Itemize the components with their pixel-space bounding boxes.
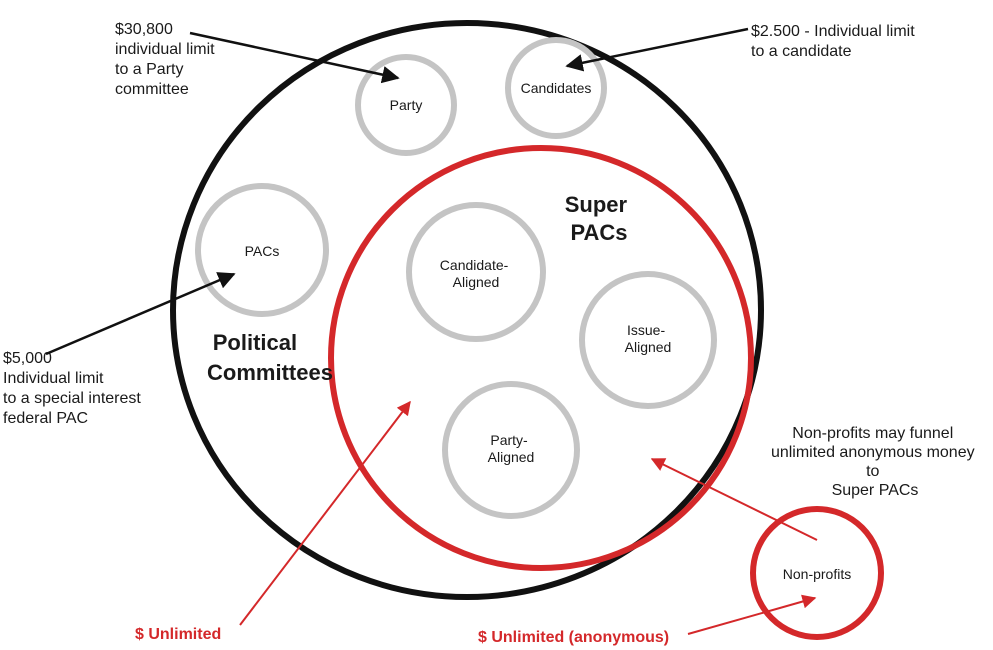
political-committees-title-line-2: Committees [207, 360, 333, 385]
political-committees-circle [170, 20, 764, 600]
party-label: Party [390, 97, 423, 113]
party-limit-line-2: individual limit [115, 41, 215, 58]
party-limit-line-4: committee [115, 81, 189, 98]
non-profits-label: Non-profits [783, 566, 851, 582]
issue-aligned-line-1: Issue- [627, 322, 665, 338]
party-aligned-line-2: Aligned [488, 449, 535, 465]
unlimited-anonymous-arrow [687, 594, 817, 635]
party-aligned-line-1: Party- [490, 432, 528, 448]
non-profit-funnel-arrow [650, 458, 818, 541]
pac-limit-line-2: Individual limit [3, 370, 104, 387]
pac-limit-line-1: $5,000 [3, 350, 52, 367]
unlimited-label: $ Unlimited [135, 626, 221, 643]
non-profit-note-line-1: Non-profits may funnel [792, 425, 953, 442]
super-pacs-circle [328, 145, 754, 571]
party-limit-arrow [189, 31, 400, 84]
candidate-limit-annotation: $2.500 - Individual limit to a candidate [751, 23, 919, 60]
unlimited-arrow [239, 400, 411, 626]
non-profit-note-line-4: Super PACs [832, 482, 919, 499]
candidates-label: Candidates [521, 80, 592, 96]
political-committees-title: Political Committees [207, 330, 333, 385]
super-pacs-title-line-2: PACs [570, 220, 627, 245]
party-aligned-label: Party- Aligned [488, 432, 535, 465]
candidate-aligned-circle [406, 202, 546, 342]
party-limit-line-1: $30,800 [115, 21, 173, 38]
super-pacs-title-line-1: Super [565, 192, 628, 217]
party-circle [355, 54, 457, 156]
candidate-limit-line-2: to a candidate [751, 43, 852, 60]
pacs-label: PACs [245, 243, 280, 259]
party-limit-line-3: to a Party [115, 61, 183, 78]
issue-aligned-label: Issue- Aligned [625, 322, 672, 355]
non-profit-note-line-3: to [866, 463, 879, 480]
unlimited-anonymous-label: $ Unlimited (anonymous) [478, 629, 669, 646]
pac-limit-line-4: federal PAC [3, 410, 88, 427]
candidate-aligned-line-1: Candidate- [440, 257, 509, 273]
issue-aligned-line-2: Aligned [625, 339, 672, 355]
party-limit-annotation: $30,800 individual limit to a Party comm… [115, 21, 219, 98]
candidate-aligned-line-2: Aligned [453, 274, 500, 290]
non-profits-circle [750, 506, 884, 640]
super-pacs-title: Super PACs [565, 192, 633, 245]
pacs-circle [195, 183, 329, 317]
candidate-aligned-label: Candidate- Aligned [440, 257, 512, 290]
pac-limit-line-3: to a special interest [3, 390, 141, 407]
non-profit-note-line-2: unlimited anonymous money [771, 444, 975, 461]
party-aligned-circle [442, 381, 580, 519]
candidate-limit-line-1: $2.500 - Individual limit [751, 23, 915, 40]
candidate-limit-arrow [565, 27, 749, 72]
pac-limit-arrow [45, 272, 236, 356]
pac-limit-annotation: $5,000 Individual limit to a special int… [3, 350, 145, 427]
issue-aligned-circle [579, 271, 717, 409]
non-profit-note: Non-profits may funnel unlimited anonymo… [771, 425, 979, 499]
candidates-circle [505, 37, 607, 139]
political-committees-title-line-1: Political [213, 330, 297, 355]
